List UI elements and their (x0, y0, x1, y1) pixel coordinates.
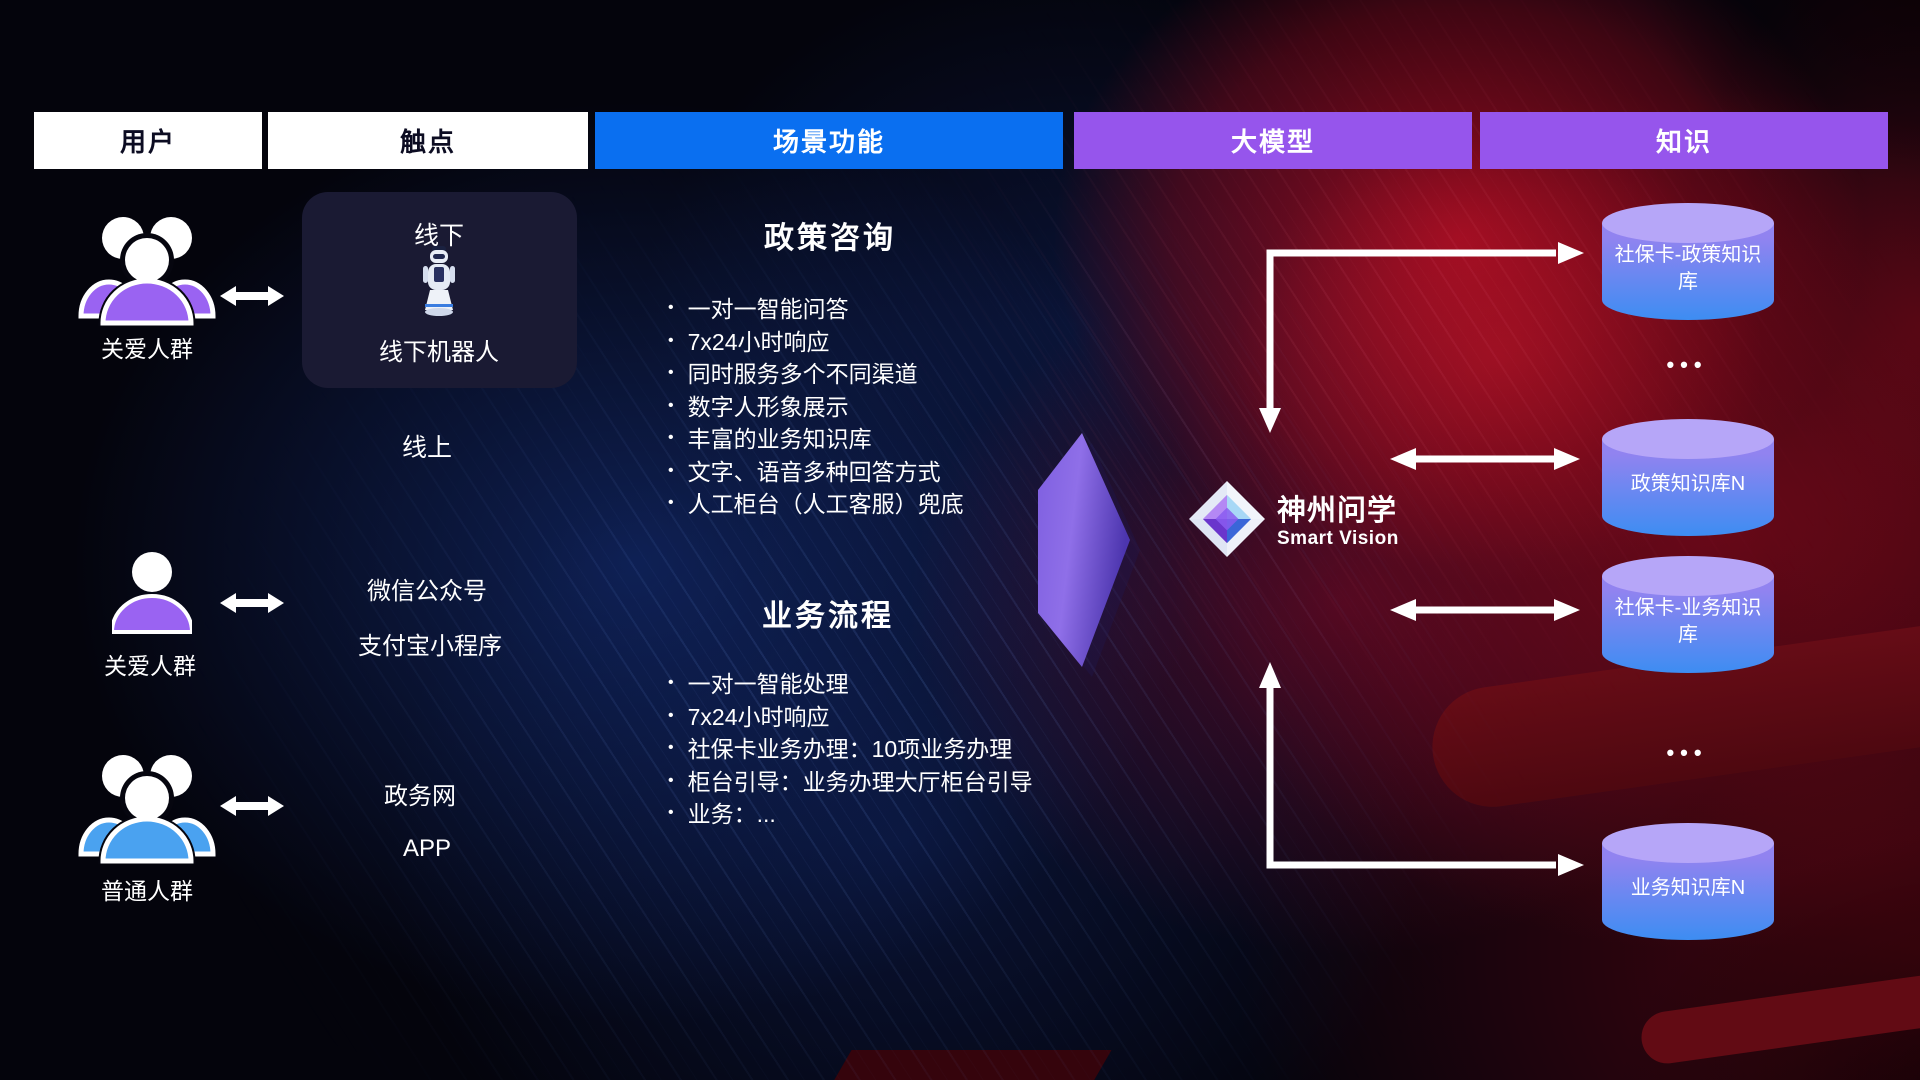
list-item: 文字、语音多种回答方式 (668, 454, 964, 487)
list-item: 业务：... (668, 796, 1033, 829)
header-users: 用户 (34, 112, 262, 169)
header-model: 大模型 (1074, 112, 1472, 169)
logo-name: 神州问学 (1277, 495, 1398, 527)
user-group-2-label: 关爱人群 (104, 653, 196, 679)
list-item: 柜台引导：业务办理大厅柜台引导 (668, 764, 1033, 797)
list-item: 人工柜台（人工客服）兜底 (668, 486, 964, 519)
offline-title: 线下 (413, 222, 464, 250)
header-knowledge: 知识 (1480, 112, 1888, 169)
database-label: 业务知识库N (1630, 877, 1746, 899)
flow-arrow (1038, 433, 1140, 677)
list-item: 同时服务多个不同渠道 (668, 356, 964, 389)
database-business-n-icon (1602, 823, 1774, 940)
group-users-blue-icon (78, 755, 216, 864)
list-item: 一对一智能问答 (668, 291, 964, 324)
offline-robot-label: 线下机器人 (379, 339, 499, 366)
scene-business-list: 一对一智能处理 7x24小时响应 社保卡业务办理：10项业务办理 柜台引导：业务… (668, 666, 1033, 829)
user-group-3-label: 普通人群 (101, 878, 193, 904)
list-item: 一对一智能处理 (668, 666, 1033, 699)
online-title: 线上 (401, 434, 452, 462)
single-user-purple-icon (112, 552, 192, 634)
header-touchpoints: 触点 (268, 112, 588, 169)
scene-policy-title: 政策咨询 (764, 222, 896, 255)
touchpoint-app: APP (402, 835, 452, 862)
ellipsis-1: ••• (1666, 352, 1708, 377)
touchpoint-alipay: 支付宝小程序 (358, 633, 502, 660)
touchpoint-gov: 政务网 (384, 783, 456, 810)
database-policy-shebao-icon (1602, 203, 1774, 320)
database-label: 社保卡-业务知识库 (1614, 596, 1762, 646)
ellipsis-2: ••• (1666, 740, 1708, 765)
group-users-purple-icon (78, 217, 216, 326)
list-item: 7x24小时响应 (668, 324, 964, 357)
scene-business-title: 业务流程 (762, 600, 894, 633)
database-label: 社保卡-政策知识库 (1614, 243, 1762, 293)
robot-icon (423, 246, 455, 316)
touchpoint-wechat: 微信公众号 (367, 578, 487, 605)
logo-subtitle: Smart Vision (1277, 528, 1399, 549)
database-label: 政策知识库N (1630, 473, 1746, 495)
smart-vision-logo-icon (1189, 481, 1265, 557)
user-group-1-label: 关爱人群 (101, 336, 193, 362)
scene-policy-list: 一对一智能问答 7x24小时响应 同时服务多个不同渠道 数字人形象展示 丰富的业… (668, 291, 964, 519)
list-item: 社保卡业务办理：10项业务办理 (668, 731, 1033, 764)
database-business-shebao-icon (1602, 556, 1774, 673)
header-scenes: 场景功能 (595, 112, 1063, 169)
list-item: 7x24小时响应 (668, 699, 1033, 732)
list-item: 丰富的业务知识库 (668, 421, 964, 454)
list-item: 数字人形象展示 (668, 389, 964, 422)
database-policy-n-icon (1602, 419, 1774, 536)
